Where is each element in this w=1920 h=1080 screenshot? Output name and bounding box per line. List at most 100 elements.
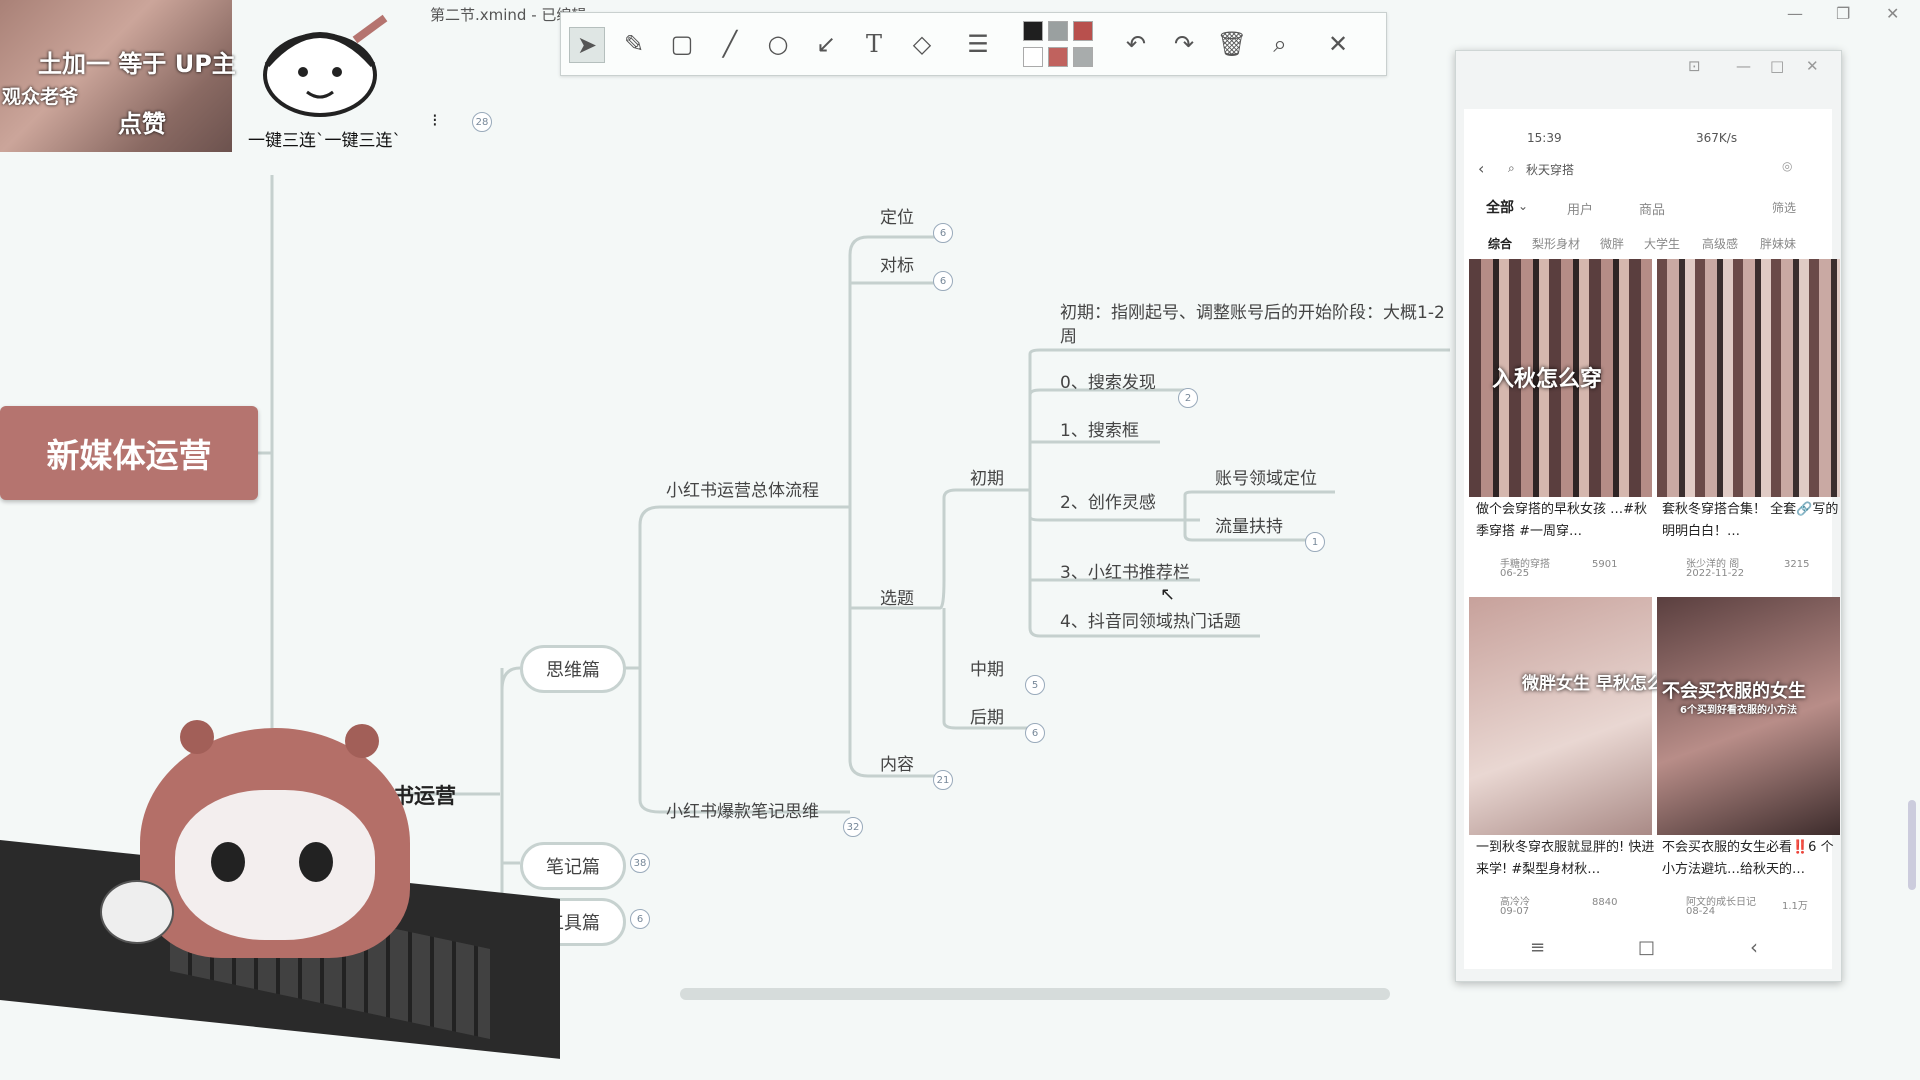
vertical-scrollbar[interactable] [1908,800,1916,890]
pointer-icon[interactable]: ➤ [569,27,605,63]
card-image-4[interactable] [1657,597,1840,835]
horizontal-scrollbar[interactable] [680,988,1390,1000]
stroke-width-icon[interactable]: ☰ [967,30,989,58]
card-likes-4[interactable]: 1.1万 [1782,901,1808,912]
color-silver[interactable] [1073,47,1093,67]
undo-icon[interactable]: ↶ [1125,30,1147,58]
topic-early[interactable]: 初期 [970,469,1004,489]
early-note-text[interactable]: 初期：指刚起号、调整账号后的开始阶段：大概1-2 [1060,303,1445,323]
phone-close-button[interactable]: ✕ [1806,57,1819,75]
traffic-badge[interactable]: 1 [1305,532,1325,552]
card-caption-2[interactable]: 套秋冬穿搭合集！ 全套🔗写的明明白白！… [1662,502,1839,539]
content-badge[interactable]: 21 [933,770,953,790]
phone-search-query[interactable]: 秋天穿搭 [1526,163,1575,177]
benchmark-badge[interactable]: 6 [933,271,953,291]
topic-content[interactable]: 内容 [880,755,914,775]
topic-hit-notes[interactable]: 小红书爆款笔记思维 [666,802,819,822]
topic-traffic-support[interactable]: 流量扶持 [1215,517,1283,537]
topic-recommend[interactable]: 3、小红书推荐栏 [1060,563,1190,583]
card-image-3[interactable] [1469,597,1652,835]
top-badge[interactable]: 28 [472,112,492,132]
topic-topic-selection[interactable]: 选题 [880,589,914,609]
chip-pear[interactable]: 梨形身材 [1532,237,1581,251]
card-caption-1[interactable]: 做个会穿搭的早秋女孩 …#秋季穿搭 #一周穿… [1476,502,1648,539]
search-discover-badge[interactable]: 2 [1178,388,1198,408]
line-icon[interactable]: ╱ [722,30,738,58]
color-rose[interactable] [1048,47,1068,67]
phone-min-button[interactable]: — [1736,57,1751,75]
chip-general[interactable]: 综合 [1488,237,1513,251]
color-red-selected[interactable] [1073,21,1093,41]
topic-douyin[interactable]: 4、抖音同领域热门话题 [1060,612,1241,632]
card-caption-3[interactable]: 一到秋冬穿衣服就显胖的! 快进来学! #梨型身材秋… [1476,840,1655,877]
topic-search-box[interactable]: 1、搜索框 [1060,421,1139,441]
topic-benchmark[interactable]: 对标 [880,256,914,276]
color-gray[interactable] [1048,21,1068,41]
back-nav-icon[interactable]: ‹ [1750,935,1758,959]
tab-goods[interactable]: 商品 [1639,203,1666,218]
card-caption-4[interactable]: 不会买衣服的女生必看‼️6 个小方法避坑…给秋天的… [1662,840,1834,877]
card-author-2: 张少洋的 阁 [1686,559,1740,570]
card-date-1: 06-25 [1500,568,1530,579]
filter-button[interactable]: 筛选 [1772,201,1797,215]
home-icon[interactable]: □ [1638,937,1656,958]
eraser-icon[interactable]: ◇ [912,30,932,58]
close-window-button[interactable]: ✕ [1886,4,1900,23]
early-note-text-line2: 周 [1060,327,1077,347]
redo-icon[interactable]: ↷ [1173,30,1195,58]
hit-notes-badge[interactable]: 32 [843,817,863,837]
tab-all[interactable]: 全部 [1486,200,1514,216]
chip-chubby[interactable]: 微胖 [1600,237,1625,251]
chip-classy[interactable]: 高级感 [1702,237,1739,251]
topic-late[interactable]: 后期 [970,708,1004,728]
mid-badge[interactable]: 5 [1025,675,1045,695]
topic-inspiration[interactable]: 2、创作灵感 [1060,493,1156,513]
sub-root-topic[interactable]: 书运营 [393,784,456,808]
minimize-button[interactable]: — [1787,4,1803,23]
tab-users[interactable]: 用户 [1567,203,1594,218]
topic-thinking[interactable]: 思维篇 [520,645,626,693]
topic-mid[interactable]: 中期 [970,660,1004,680]
arrow-icon[interactable]: ↙ [815,30,837,58]
color-white[interactable] [1023,47,1043,67]
rectangle-icon[interactable]: ▢ [670,30,694,58]
topic-overall-flow[interactable]: 小红书运营总体流程 [666,481,819,501]
card-likes-1[interactable]: 5901 [1592,559,1618,570]
text-icon[interactable]: T [865,30,882,58]
restore-button[interactable]: ❐ [1836,4,1851,23]
tools-badge[interactable]: 6 [630,909,650,929]
card-overlay-4-sub: 6个买到好看衣服的小方法 [1680,705,1797,716]
card-likes-2[interactable]: 3215 [1784,559,1810,570]
root-topic[interactable]: 新媒体运营 [0,406,258,500]
drawing-toolbar: ➤ ✎ ▢ ╱ ○ ↙ T ◇ ☰ ↶ ↷ 🗑 ⌕ ✕ [560,12,1387,76]
topic-search-discover[interactable]: 0、搜索发现 [1060,373,1156,393]
chevron-down-icon: ⌄ [1518,199,1529,213]
chip-plus[interactable]: 胖妹妹 [1760,237,1797,251]
card-date-3: 09-07 [1500,906,1530,917]
late-badge[interactable]: 6 [1025,723,1045,743]
back-icon[interactable]: ‹ [1478,159,1485,178]
camera-icon[interactable]: ◎ [1782,159,1793,173]
card-overlay-1: 入秋怎么穿 [1492,367,1603,392]
pencil-icon[interactable]: ✎ [623,30,645,58]
card-image-1[interactable] [1469,259,1652,497]
circle-icon[interactable]: ○ [767,30,789,58]
delete-icon[interactable]: 🗑 [1216,30,1248,58]
phone-max-button[interactable]: □ [1770,57,1785,75]
positioning-badge[interactable]: 6 [933,223,953,243]
pin-icon[interactable]: ⊡ [1688,57,1701,75]
close-icon[interactable]: ✕ [1327,30,1349,58]
topic-notes[interactable]: 笔记篇 [520,842,626,890]
card-image-2[interactable] [1657,259,1840,497]
notes-badge[interactable]: 38 [630,853,650,873]
phone-net-speed: 367K/s [1696,131,1738,145]
chip-student[interactable]: 大学生 [1644,237,1681,251]
topic-account-domain[interactable]: 账号领域定位 [1215,469,1317,489]
menu-icon[interactable]: ≡ [1530,937,1546,958]
card-likes-3[interactable]: 8840 [1592,897,1618,908]
overlay-audience-text: 观众老爷 [2,86,79,108]
search-icon[interactable]: ⌕ [1273,30,1287,58]
color-black[interactable] [1023,21,1043,41]
topic-positioning[interactable]: 定位 [880,208,914,228]
